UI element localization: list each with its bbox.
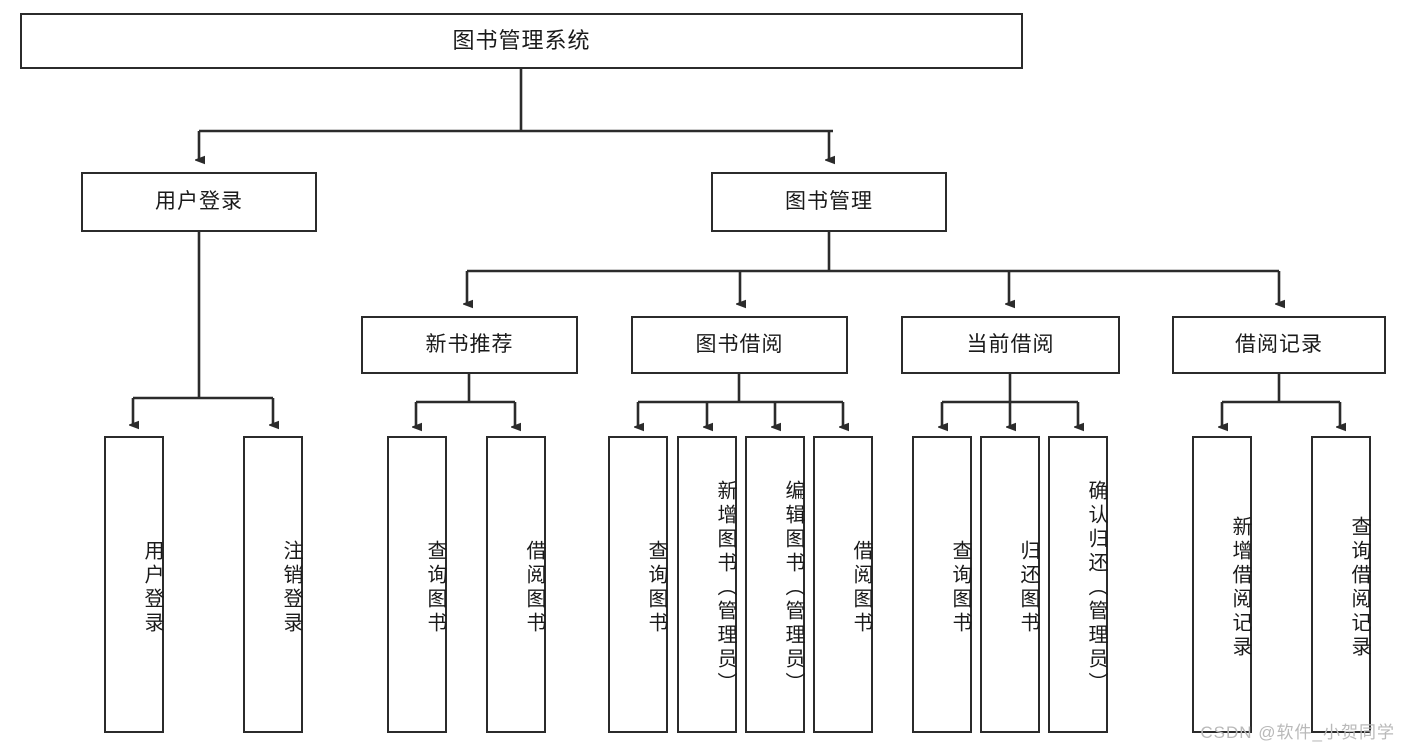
- node-label: 图书借阅: [695, 333, 784, 357]
- leaf-borrow-add-book-admin[interactable]: 新增图书（管理员）: [677, 436, 737, 733]
- leaf-recommend-borrow-book[interactable]: 借阅图书: [486, 436, 546, 733]
- leaf-user-login-login[interactable]: 用户登录: [104, 436, 164, 733]
- leaf-current-return-book[interactable]: 归还图书: [980, 436, 1040, 733]
- node-book-management[interactable]: 图书管理: [711, 172, 947, 232]
- node-borrow-record[interactable]: 借阅记录: [1172, 316, 1386, 374]
- node-root-book-management-system[interactable]: 图书管理系统: [20, 13, 1023, 69]
- leaf-borrow-query-book[interactable]: 查询图书: [608, 436, 668, 733]
- node-user-login[interactable]: 用户登录: [81, 172, 317, 232]
- leaf-recommend-query-book[interactable]: 查询图书: [387, 436, 447, 733]
- leaf-record-add-record[interactable]: 新增借阅记录: [1192, 436, 1252, 733]
- node-label: 编辑图书（管理员）: [782, 479, 804, 696]
- leaf-borrow-borrow-book[interactable]: 借阅图书: [813, 436, 873, 733]
- node-label: 新增借阅记录: [1229, 515, 1251, 660]
- node-new-book-recommend[interactable]: 新书推荐: [361, 316, 578, 374]
- leaf-current-query-book[interactable]: 查询图书: [912, 436, 972, 733]
- node-label: 查询图书: [424, 539, 446, 636]
- node-label: 注销登录: [280, 539, 302, 636]
- node-label: 借阅图书: [523, 539, 545, 636]
- node-label: 新书推荐: [425, 333, 514, 357]
- node-current-borrow[interactable]: 当前借阅: [901, 316, 1120, 374]
- node-label: 当前借阅: [966, 333, 1055, 357]
- node-label: 图书管理系统: [452, 27, 591, 53]
- node-label: 图书管理: [785, 190, 873, 214]
- csdn-watermark: CSDN @软件_小贺同学: [1200, 723, 1395, 742]
- node-label: 用户登录: [155, 190, 243, 214]
- leaf-user-login-logout[interactable]: 注销登录: [243, 436, 303, 733]
- node-label: 新增图书（管理员）: [714, 479, 736, 696]
- node-label: 借阅图书: [850, 539, 872, 636]
- node-label: 确认归还（管理员）: [1085, 479, 1107, 696]
- leaf-current-confirm-return-admin[interactable]: 确认归还（管理员）: [1048, 436, 1108, 733]
- leaf-record-query-record[interactable]: 查询借阅记录: [1311, 436, 1371, 733]
- node-label: 查询图书: [645, 539, 667, 636]
- leaf-borrow-edit-book-admin[interactable]: 编辑图书（管理员）: [745, 436, 805, 733]
- node-label: 借阅记录: [1235, 333, 1323, 357]
- node-book-borrow[interactable]: 图书借阅: [631, 316, 848, 374]
- node-label: 查询借阅记录: [1348, 515, 1370, 660]
- node-label: 查询图书: [949, 539, 971, 636]
- node-label: 归还图书: [1017, 539, 1039, 636]
- node-label: 用户登录: [141, 539, 163, 636]
